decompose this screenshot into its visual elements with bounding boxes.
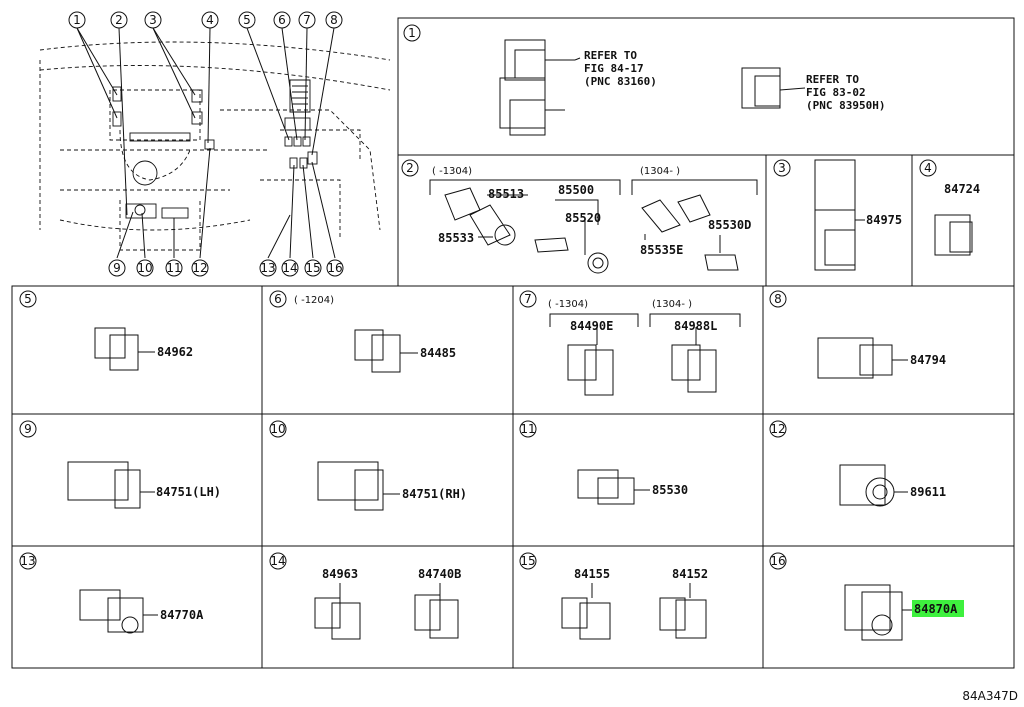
part-number-84490E: 84490E bbox=[570, 319, 613, 333]
part-number-84870A: 84870A bbox=[914, 602, 958, 616]
part-number-85535E: 85535E bbox=[640, 243, 683, 257]
panel-number: 16 bbox=[770, 554, 785, 568]
date-range-label: ( -1304) bbox=[548, 299, 588, 310]
part-number-85520: 85520 bbox=[565, 211, 601, 225]
leader-lines-top bbox=[76, 27, 335, 216]
part-number-85533: 85533 bbox=[438, 231, 474, 245]
part-number-84724: 84724 bbox=[944, 182, 980, 196]
panel-number: 9 bbox=[24, 422, 32, 436]
panel3-switch-assembly bbox=[814, 159, 865, 271]
panel7-brackets bbox=[549, 313, 741, 345]
panel11-switch bbox=[577, 469, 650, 505]
part-number-89611: 89611 bbox=[910, 485, 946, 499]
panel16-switch bbox=[844, 584, 914, 641]
panel-number: 14 bbox=[270, 554, 285, 568]
part-number-84988L: 84988L bbox=[674, 319, 717, 333]
panel13-switch bbox=[79, 589, 158, 634]
callout-13: 13 bbox=[260, 261, 275, 275]
panel-number: 5 bbox=[24, 292, 32, 306]
callout-7: 7 bbox=[303, 13, 311, 27]
callout-12: 12 bbox=[192, 261, 207, 275]
leader-lines-bottom bbox=[116, 147, 336, 259]
callout-14: 14 bbox=[282, 261, 297, 275]
panel-number: 7 bbox=[524, 292, 532, 306]
callout-16: 16 bbox=[327, 261, 342, 275]
callout-10: 10 bbox=[137, 261, 152, 275]
panel10-switch bbox=[317, 461, 400, 511]
panel-number: 2 bbox=[406, 161, 414, 175]
part-number-84152: 84152 bbox=[672, 567, 708, 581]
panel-number: 11 bbox=[520, 422, 535, 436]
dashboard-details bbox=[112, 79, 318, 219]
diagram-code: 84A347D bbox=[962, 689, 1018, 703]
callout-circles bbox=[68, 11, 344, 277]
part-number-84975: 84975 bbox=[866, 213, 902, 227]
panel-number: 13 bbox=[20, 554, 35, 568]
callout-9: 9 bbox=[113, 261, 121, 275]
part-number-84770A: 84770A bbox=[160, 608, 204, 622]
callout-15: 15 bbox=[305, 261, 320, 275]
date-range-label: ( -1304) bbox=[432, 166, 472, 177]
callout-3: 3 bbox=[149, 13, 157, 27]
panel-number: 3 bbox=[778, 161, 786, 175]
refer-fig-label: FIG 83-02 bbox=[806, 86, 866, 99]
panel5-switch bbox=[94, 327, 155, 371]
panel-number: 10 bbox=[270, 422, 285, 436]
refer-fig-label: FIG 84-17 bbox=[584, 62, 644, 75]
refer-pnc-label: (PNC 83950H) bbox=[806, 99, 885, 112]
callout-4: 4 bbox=[206, 13, 214, 27]
refer-pnc-label: (PNC 83160) bbox=[584, 75, 657, 88]
panel1-switch-b bbox=[741, 67, 806, 109]
refer-to-label: REFER TO bbox=[584, 49, 637, 62]
panel14-switches bbox=[314, 583, 459, 640]
panel4-switch bbox=[934, 214, 973, 256]
panel-grid bbox=[11, 17, 1015, 669]
panel2-date-brackets bbox=[429, 179, 758, 195]
part-number-84740B: 84740B bbox=[418, 567, 461, 581]
panel1-switch-assembly-a bbox=[499, 39, 581, 136]
part-number-84751-lh: 84751(LH) bbox=[156, 485, 221, 499]
callout-6: 6 bbox=[278, 13, 286, 27]
panel-number: 15 bbox=[520, 554, 535, 568]
panel8-switch bbox=[817, 337, 908, 379]
panel-number: 1 bbox=[408, 26, 416, 40]
callout-1: 1 bbox=[73, 13, 81, 27]
panel-number: 4 bbox=[924, 161, 932, 175]
panel15-switches bbox=[561, 583, 707, 640]
panel-number-circles bbox=[19, 24, 937, 570]
highlight-part-84870A bbox=[912, 600, 964, 617]
panel6-switch bbox=[354, 329, 418, 373]
panel-number: 6 bbox=[274, 292, 282, 306]
date-range-label: (1304- ) bbox=[652, 299, 692, 310]
part-number-84751-rh: 84751(RH) bbox=[402, 487, 467, 501]
part-number-84963: 84963 bbox=[322, 567, 358, 581]
part-number-85530D: 85530D bbox=[708, 218, 751, 232]
panel-number: 8 bbox=[774, 292, 782, 306]
panel9-switch bbox=[67, 461, 155, 509]
panel-number: 12 bbox=[770, 422, 785, 436]
part-number-84962: 84962 bbox=[157, 345, 193, 359]
refer-to-label: REFER TO bbox=[806, 73, 859, 86]
part-number-85500: 85500 bbox=[558, 183, 594, 197]
date-range-label: (1304- ) bbox=[640, 166, 680, 177]
panel7-switches bbox=[567, 344, 717, 396]
callout-11: 11 bbox=[166, 261, 181, 275]
callout-2: 2 bbox=[115, 13, 123, 27]
dashboard-overview bbox=[39, 41, 391, 251]
part-number-84794: 84794 bbox=[910, 353, 946, 367]
part-number-84485: 84485 bbox=[420, 346, 456, 360]
part-number-84155: 84155 bbox=[574, 567, 610, 581]
callout-8: 8 bbox=[330, 13, 338, 27]
date-range-label: ( -1204) bbox=[294, 295, 334, 306]
part-number-85513: 85513 bbox=[488, 187, 524, 201]
callout-5: 5 bbox=[243, 13, 251, 27]
panel2-socket-parts bbox=[444, 187, 739, 274]
part-number-85530: 85530 bbox=[652, 483, 688, 497]
panel12-switch bbox=[839, 464, 908, 507]
